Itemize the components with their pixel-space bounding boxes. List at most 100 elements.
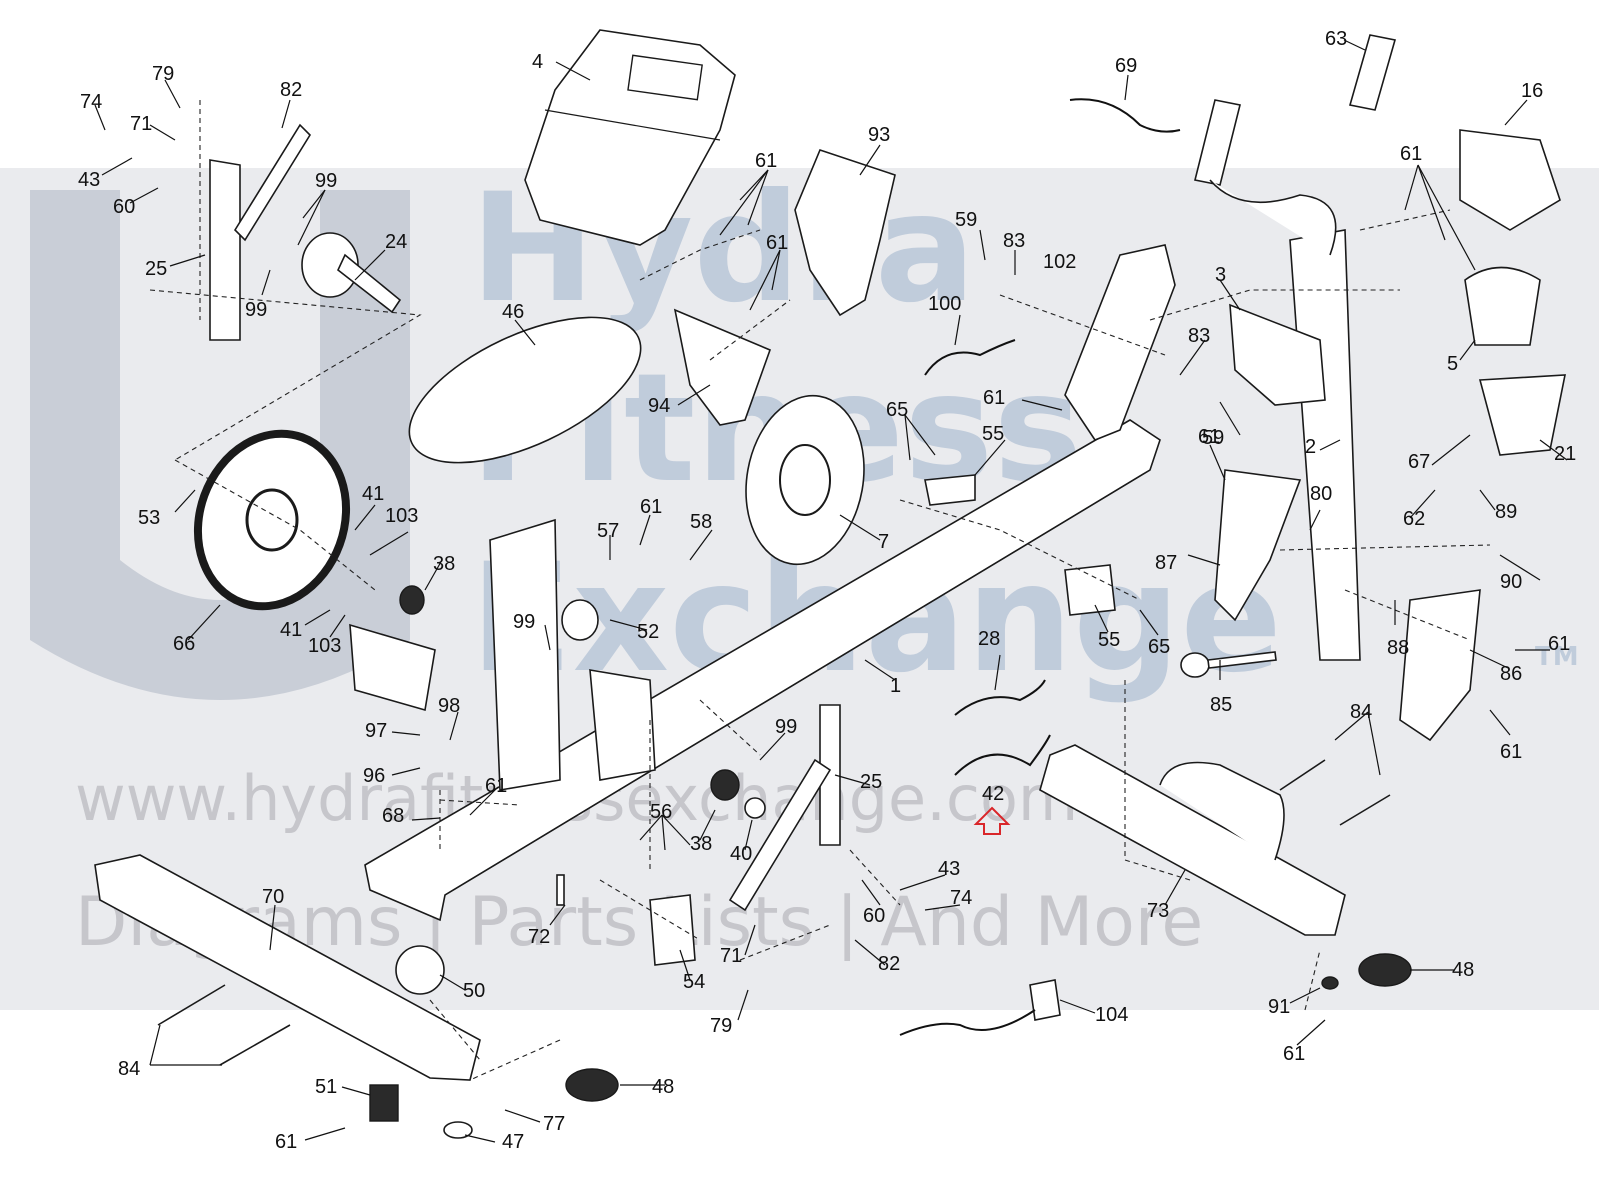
part-label-73: 73 (1147, 900, 1169, 922)
cup-shape (1464, 266, 1541, 346)
front-stabilizer-shape (1039, 744, 1346, 936)
part-label-58: 58 (690, 511, 712, 533)
console-shape (524, 29, 736, 246)
console-bracket-shape (794, 149, 896, 317)
bracket-54-shape (649, 894, 696, 966)
part-label-79: 79 (710, 1015, 732, 1037)
part-label-93: 93 (868, 124, 890, 146)
shroud-87-shape (1214, 469, 1302, 622)
part-label-84: 84 (118, 1058, 140, 1080)
part-label-1: 1 (890, 675, 901, 697)
part-label-69: 69 (1115, 55, 1137, 77)
wheel-50-shape (395, 945, 445, 995)
spacer-40-shape (744, 797, 766, 819)
part-label-91: 91 (1268, 996, 1290, 1018)
part-number-labels: 7974718243609924259946193616963166159831… (78, 28, 1576, 1153)
shroud-shape (673, 308, 772, 426)
part-label-16: 16 (1521, 80, 1543, 102)
part-label-77: 77 (543, 1113, 565, 1135)
part-label-2: 2 (1305, 436, 1316, 458)
part-label-25: 25 (145, 258, 167, 280)
tray-shape (1478, 374, 1566, 456)
part-label-7: 7 (878, 531, 889, 553)
part-label-104: 104 (1095, 1004, 1128, 1026)
crank-bracket-left-shape (209, 159, 241, 341)
part-label-41: 41 (280, 619, 302, 641)
part-label-82: 82 (280, 79, 302, 101)
part-label-61: 61 (983, 387, 1005, 409)
part-label-89: 89 (1495, 501, 1517, 523)
part-label-61: 61 (640, 496, 662, 518)
flywheel-shape (745, 394, 865, 566)
handlebar-post-shape (1289, 229, 1361, 661)
rear-stabilizer-shape (94, 854, 481, 1081)
part-label-61: 61 (1500, 741, 1522, 763)
part-label-56: 56 (650, 801, 672, 823)
part-label-88: 88 (1387, 637, 1409, 659)
leveler-47-shape (443, 1121, 473, 1139)
part-label-46: 46 (502, 301, 524, 323)
pulley-shape (193, 429, 351, 611)
part-label-79: 79 (152, 63, 174, 85)
part-label-57: 57 (597, 520, 619, 542)
part-label-99: 99 (315, 170, 337, 192)
part-label-59: 59 (1202, 427, 1224, 449)
part-label-28: 28 (978, 628, 1000, 650)
part-label-61: 61 (766, 232, 788, 254)
part-label-38: 38 (433, 553, 455, 575)
belt-shape (408, 316, 642, 464)
part-label-59: 59 (955, 209, 977, 231)
part-label-102: 102 (1043, 251, 1076, 273)
part-label-80: 80 (1310, 483, 1332, 505)
part-label-74: 74 (80, 91, 102, 113)
part-label-99: 99 (775, 716, 797, 738)
part-label-60: 60 (113, 196, 135, 218)
grip-63-shape (1348, 34, 1397, 111)
part-label-83: 83 (1188, 325, 1210, 347)
part-label-54: 54 (683, 971, 705, 993)
part-label-103: 103 (308, 635, 341, 657)
part-label-82: 82 (878, 953, 900, 975)
part-label-42: 42 (982, 783, 1004, 805)
foot-51-shape (369, 1084, 399, 1122)
part-label-61: 61 (275, 1131, 297, 1153)
part-label-71: 71 (720, 945, 742, 967)
grip-left-shape (1194, 99, 1241, 186)
part-label-48: 48 (1452, 959, 1474, 981)
part-label-51: 51 (315, 1076, 337, 1098)
part-label-97: 97 (365, 720, 387, 742)
bolt-84a-shape (157, 984, 226, 1026)
part-label-5: 5 (1447, 353, 1458, 375)
bearing-38b-shape (710, 769, 740, 801)
endcap-48b-shape (565, 1068, 619, 1102)
part-label-61: 61 (1548, 633, 1570, 655)
part-label-83: 83 (1003, 230, 1025, 252)
crank-bracket-right-shape (819, 704, 841, 846)
part-label-60: 60 (863, 905, 885, 927)
wire-42-shape (954, 734, 1051, 776)
part-label-86: 86 (1500, 663, 1522, 685)
tension-knob-shape (1180, 651, 1277, 678)
bracket-55-shape (1064, 564, 1116, 616)
part-label-50: 50 (463, 980, 485, 1002)
bracket-55-top-shape (924, 474, 976, 506)
part-label-25: 25 (860, 771, 882, 793)
part-label-47: 47 (502, 1131, 524, 1153)
bolt-84b-shape (219, 1024, 291, 1066)
part-label-43: 43 (938, 858, 960, 880)
leader-lines (94, 39, 1568, 1143)
idler-52-shape (561, 599, 599, 641)
part-label-55: 55 (982, 423, 1004, 445)
part-label-24: 24 (385, 231, 407, 253)
part-label-53: 53 (138, 507, 160, 529)
part-label-38: 38 (690, 833, 712, 855)
bottle-holder-16-shape (1459, 129, 1561, 231)
harness-69-shape (1069, 98, 1181, 133)
part-label-61: 61 (755, 150, 777, 172)
assembly-lines (149, 100, 1491, 1081)
part-label-85: 85 (1210, 694, 1232, 716)
part-label-70: 70 (262, 886, 284, 908)
part-shapes (94, 29, 1566, 1139)
part-label-99: 99 (245, 299, 267, 321)
